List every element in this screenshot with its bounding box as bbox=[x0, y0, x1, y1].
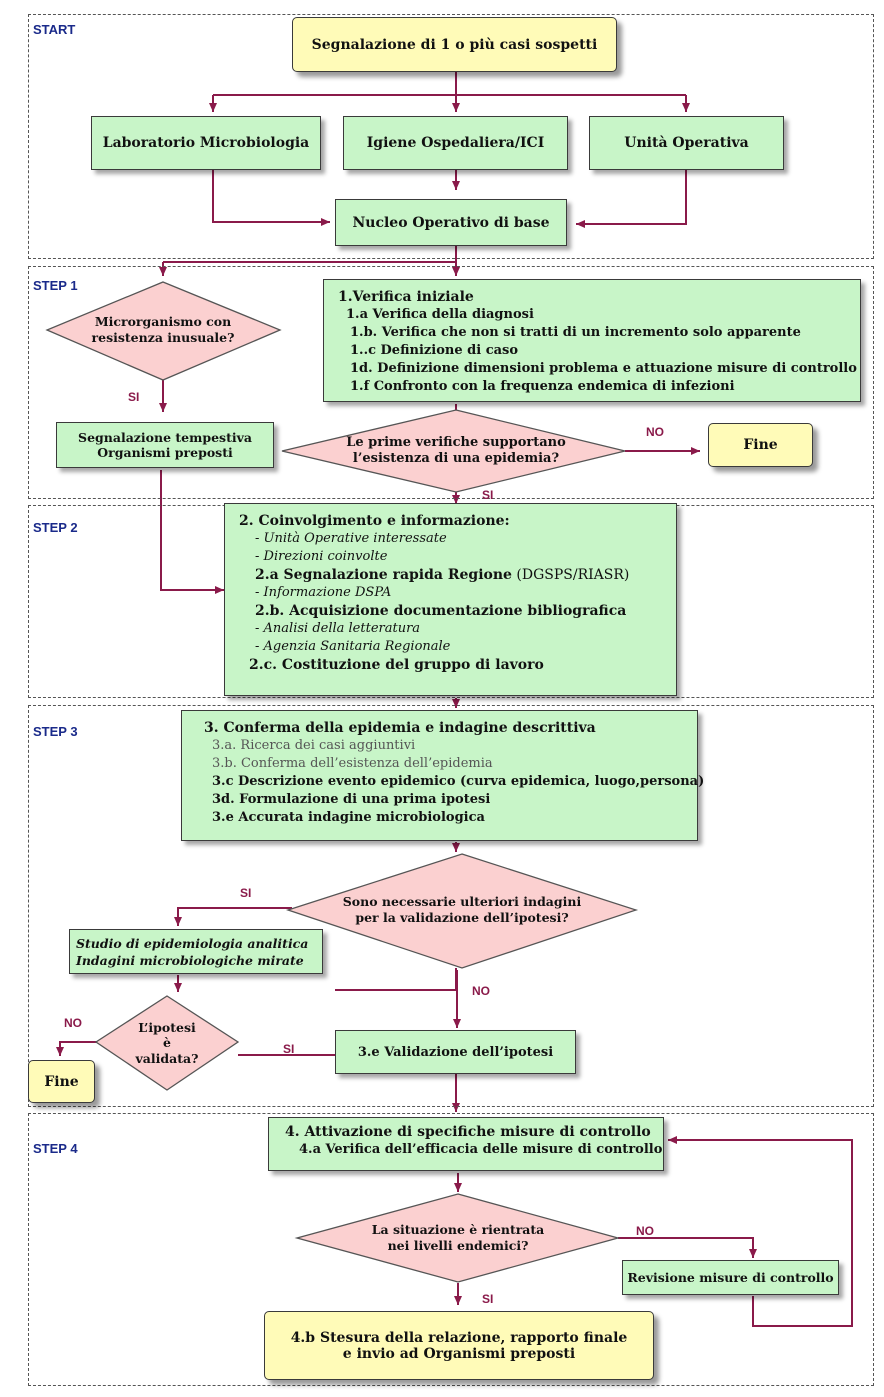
label-si-epidemia: SI bbox=[482, 488, 494, 502]
final-line1: 4.b Stesura della relazione, rapporto fi… bbox=[290, 1329, 628, 1346]
endemici-line2: nei livelli endemici? bbox=[387, 1238, 529, 1253]
misure-line1: 4. Attivazione di specifiche misure di c… bbox=[285, 1124, 651, 1140]
label-no-ulteriori: NO bbox=[472, 984, 490, 998]
diamond-epidemia bbox=[281, 409, 626, 493]
segnalazione-line1: Segnalazione tempestiva bbox=[78, 430, 252, 445]
coinvolgimento-a: 2.a Segnalazione rapida Regione (DGSPS/R… bbox=[239, 566, 676, 584]
coinvolgimento-sub2: - Direzioni coinvolte bbox=[255, 549, 388, 564]
epi-line2: l’esistenza di una epidemia? bbox=[352, 451, 560, 466]
label-si-micro: SI bbox=[128, 390, 140, 404]
diamond-ipotesi-validata bbox=[94, 995, 240, 1091]
coinvolgimento-b: 2.b. Acquisizione documentazione bibliog… bbox=[255, 603, 627, 619]
conferma-c: 3.c Descrizione evento epidemico (curva … bbox=[212, 774, 705, 789]
verifica-box: 1.Verifica iniziale 1.a Verifica della d… bbox=[323, 279, 861, 402]
final-line2: e invio ad Organismi preposti bbox=[342, 1345, 576, 1362]
ipotesi-line2: è bbox=[163, 1035, 171, 1051]
verifica-item-c: 1..c Definizione di caso bbox=[350, 343, 519, 358]
micro-line1: Microrganismo con bbox=[94, 314, 232, 330]
coinvolgimento-a-rest: (DGSPS/RIASR) bbox=[511, 567, 630, 583]
coinvolgimento-sub1: - Unità Operative interessate bbox=[255, 531, 447, 546]
coinvolgimento-b-sub2: - Agenzia Sanitaria Regionale bbox=[255, 639, 451, 654]
conferma-a: 3.a. Ricerca dei casi aggiuntivi bbox=[212, 738, 416, 753]
label-no-endemici: NO bbox=[636, 1224, 654, 1238]
studio-box: Studio di epidemiologia analitica Indagi… bbox=[69, 929, 323, 974]
verifica-item-f: 1.f Confronto con la frequenza endemica … bbox=[350, 379, 735, 394]
epi-line1: Le prime verifiche supportano bbox=[346, 434, 566, 450]
conferma-box: 3. Conferma della epidemia e indagine de… bbox=[181, 710, 705, 841]
label-step2: STEP 2 bbox=[33, 520, 78, 535]
studio-line1: Studio di epidemiologia analitica bbox=[76, 936, 309, 951]
coinvolgimento-b-sub1: - Analisi della letteratura bbox=[255, 621, 421, 636]
section-step1 bbox=[28, 266, 874, 499]
conferma-e: 3.e Accurata indagine microbiologica bbox=[212, 810, 485, 825]
verifica-title: 1.Verifica iniziale bbox=[338, 289, 474, 305]
nucleo-box: Nucleo Operativo di base bbox=[335, 199, 567, 246]
final-report-box: 4.b Stesura della relazione, rapporto fi… bbox=[264, 1311, 654, 1380]
ulteriori-line1: Sono necessarie ulteriori indagini bbox=[342, 894, 582, 910]
coinvolgimento-a-sub: - Informazione DSPA bbox=[255, 585, 392, 600]
coinvolgimento-c: 2.c. Costituzione del gruppo di lavoro bbox=[249, 657, 544, 673]
micro-line2: resistenza inusuale? bbox=[91, 330, 235, 345]
conferma-title: 3. Conferma della epidemia e indagine de… bbox=[204, 720, 596, 736]
report-box: Segnalazione di 1 o più casi sospetti bbox=[292, 17, 617, 72]
endemici-line1: La situazione è rientrata bbox=[371, 1222, 545, 1238]
coinvolgimento-title: 2. Coinvolgimento e informazione: bbox=[239, 513, 510, 529]
diamond-livelli-endemici bbox=[294, 1193, 621, 1283]
verifica-item-a: 1.a Verifica della diagnosi bbox=[346, 307, 534, 322]
unita-box: Unità Operativa bbox=[589, 116, 784, 170]
studio-line2: Indagini microbiologiche mirate bbox=[76, 953, 304, 968]
verifica-item-b: 1.b. Verifica che non si tratti di un in… bbox=[350, 325, 801, 340]
label-step1: STEP 1 bbox=[33, 278, 78, 293]
diamond-ulteriori-indagini bbox=[285, 853, 639, 969]
conferma-b: 3.b. Conferma dell’esistenza dell’epidem… bbox=[212, 756, 493, 771]
label-start: START bbox=[33, 22, 76, 37]
coinvolgimento-a-bold: 2.a Segnalazione rapida Regione bbox=[255, 567, 512, 583]
revisione-box: Revisione misure di controllo bbox=[622, 1260, 839, 1295]
label-si-ipotesi: SI bbox=[283, 1042, 295, 1056]
section-step4 bbox=[28, 1113, 874, 1386]
diamond-microrganismo bbox=[45, 281, 282, 381]
misure-box: 4. Attivazione di specifiche misure di c… bbox=[268, 1117, 664, 1171]
label-step3: STEP 3 bbox=[33, 724, 78, 739]
coinvolgimento-box: 2. Coinvolgimento e informazione: - Unit… bbox=[224, 503, 677, 696]
ipotesi-line1: L’ipotesi bbox=[138, 1019, 196, 1035]
fine-box-step3: Fine bbox=[28, 1060, 95, 1103]
verifica-item-d: 1d. Definizione dimensioni problema e at… bbox=[350, 361, 857, 376]
fine-box-step1: Fine bbox=[708, 423, 813, 467]
label-si-endemici: SI bbox=[482, 1292, 494, 1306]
ipotesi-line3: validata? bbox=[135, 1050, 199, 1066]
label-si-ulteriori: SI bbox=[240, 886, 252, 900]
lab-box: Laboratorio Microbiologia bbox=[91, 116, 321, 170]
validazione-box: 3.e Validazione dell’ipotesi bbox=[335, 1030, 576, 1074]
ulteriori-line2: per la validazione dell’ipotesi? bbox=[355, 910, 569, 925]
conferma-d: 3d. Formulazione di una prima ipotesi bbox=[212, 792, 491, 807]
label-no-ipotesi: NO bbox=[64, 1016, 82, 1030]
label-step4: STEP 4 bbox=[33, 1141, 78, 1156]
section-step3 bbox=[28, 705, 874, 1107]
label-no-epidemia: NO bbox=[646, 425, 664, 439]
section-start bbox=[28, 14, 874, 259]
segnalazione-line2: Organismi preposti bbox=[97, 445, 233, 460]
igiene-box: Igiene Ospedaliera/ICI bbox=[343, 116, 568, 170]
misure-line2: 4.a Verifica dell’efficacia delle misure… bbox=[299, 1142, 663, 1157]
